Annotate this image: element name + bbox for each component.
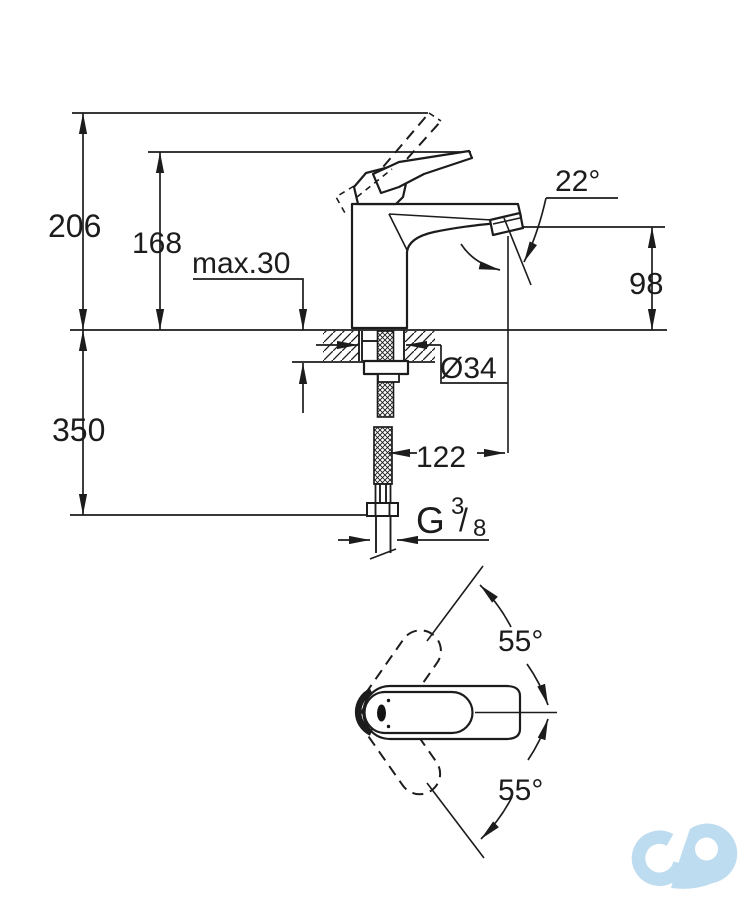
deck-hatch-left xyxy=(323,331,359,361)
handle-dot xyxy=(386,698,391,703)
handle-top-view xyxy=(354,565,557,859)
dim-label-thread-g38: G 3 / 8 xyxy=(416,493,486,542)
logo-d-glyph xyxy=(671,823,738,889)
raised-lever-tip-dashed xyxy=(428,112,442,122)
dim-label-max30: max.30 xyxy=(192,247,290,280)
aerator-inner-line xyxy=(492,217,521,225)
mounting-flange xyxy=(362,359,410,376)
dim-label-98: 98 xyxy=(629,266,663,301)
handle-outline-inner xyxy=(363,690,474,735)
handle-base-dashed xyxy=(356,168,393,198)
handle-lever xyxy=(371,149,474,195)
dim-label-55deg-lower: 55° xyxy=(498,774,543,807)
dim-label-dia34: Ø34 xyxy=(440,352,497,385)
pipe-break-mark xyxy=(369,548,397,560)
swing-arc-upper xyxy=(526,663,549,706)
outlet-angle-line xyxy=(503,217,532,286)
spout-inner-edge xyxy=(388,213,493,221)
swing-arc-upper xyxy=(479,584,512,628)
dim-label-206: 206 xyxy=(48,208,101,244)
water-direction-arrow xyxy=(460,243,501,271)
deck-hatch-right xyxy=(404,331,435,361)
dim-label-55deg-upper: 55° xyxy=(498,625,543,658)
dim-label-350: 350 xyxy=(52,412,105,448)
swing-arc-lower xyxy=(480,796,513,840)
body-inner-edge xyxy=(388,213,408,251)
dim-label-168: 168 xyxy=(132,227,182,260)
connection-nut xyxy=(366,502,399,517)
handle-dot xyxy=(386,724,391,729)
site-watermark-logo xyxy=(631,823,738,889)
swing-ext-line-upper xyxy=(426,565,484,642)
logo-c-glyph xyxy=(631,830,687,886)
dim-label-122: 122 xyxy=(416,441,466,474)
swing-arc-lower xyxy=(527,718,549,761)
dim-label-22deg: 22° xyxy=(555,165,600,198)
dim-arc-22deg xyxy=(523,197,547,263)
handle-logo-mark xyxy=(377,704,386,722)
mounting-shank-and-hose xyxy=(362,330,410,560)
handle-pivot-ring xyxy=(354,688,373,736)
handle-base-dashed xyxy=(334,185,355,214)
faucet-side-view xyxy=(334,112,532,453)
hose-ferrule xyxy=(374,483,392,504)
dimension-labels: 206 168 max.30 22° 98 350 Ø34 122 G 3 / … xyxy=(48,165,663,807)
swing-ext-line-lower xyxy=(426,782,485,859)
flange-step xyxy=(377,373,400,383)
dim-leader-max30 xyxy=(193,278,308,330)
dim-leader-dia34 xyxy=(440,345,508,384)
extension-lines xyxy=(70,112,667,516)
braided-hose xyxy=(373,426,393,485)
dimensions-side-view xyxy=(78,113,657,545)
